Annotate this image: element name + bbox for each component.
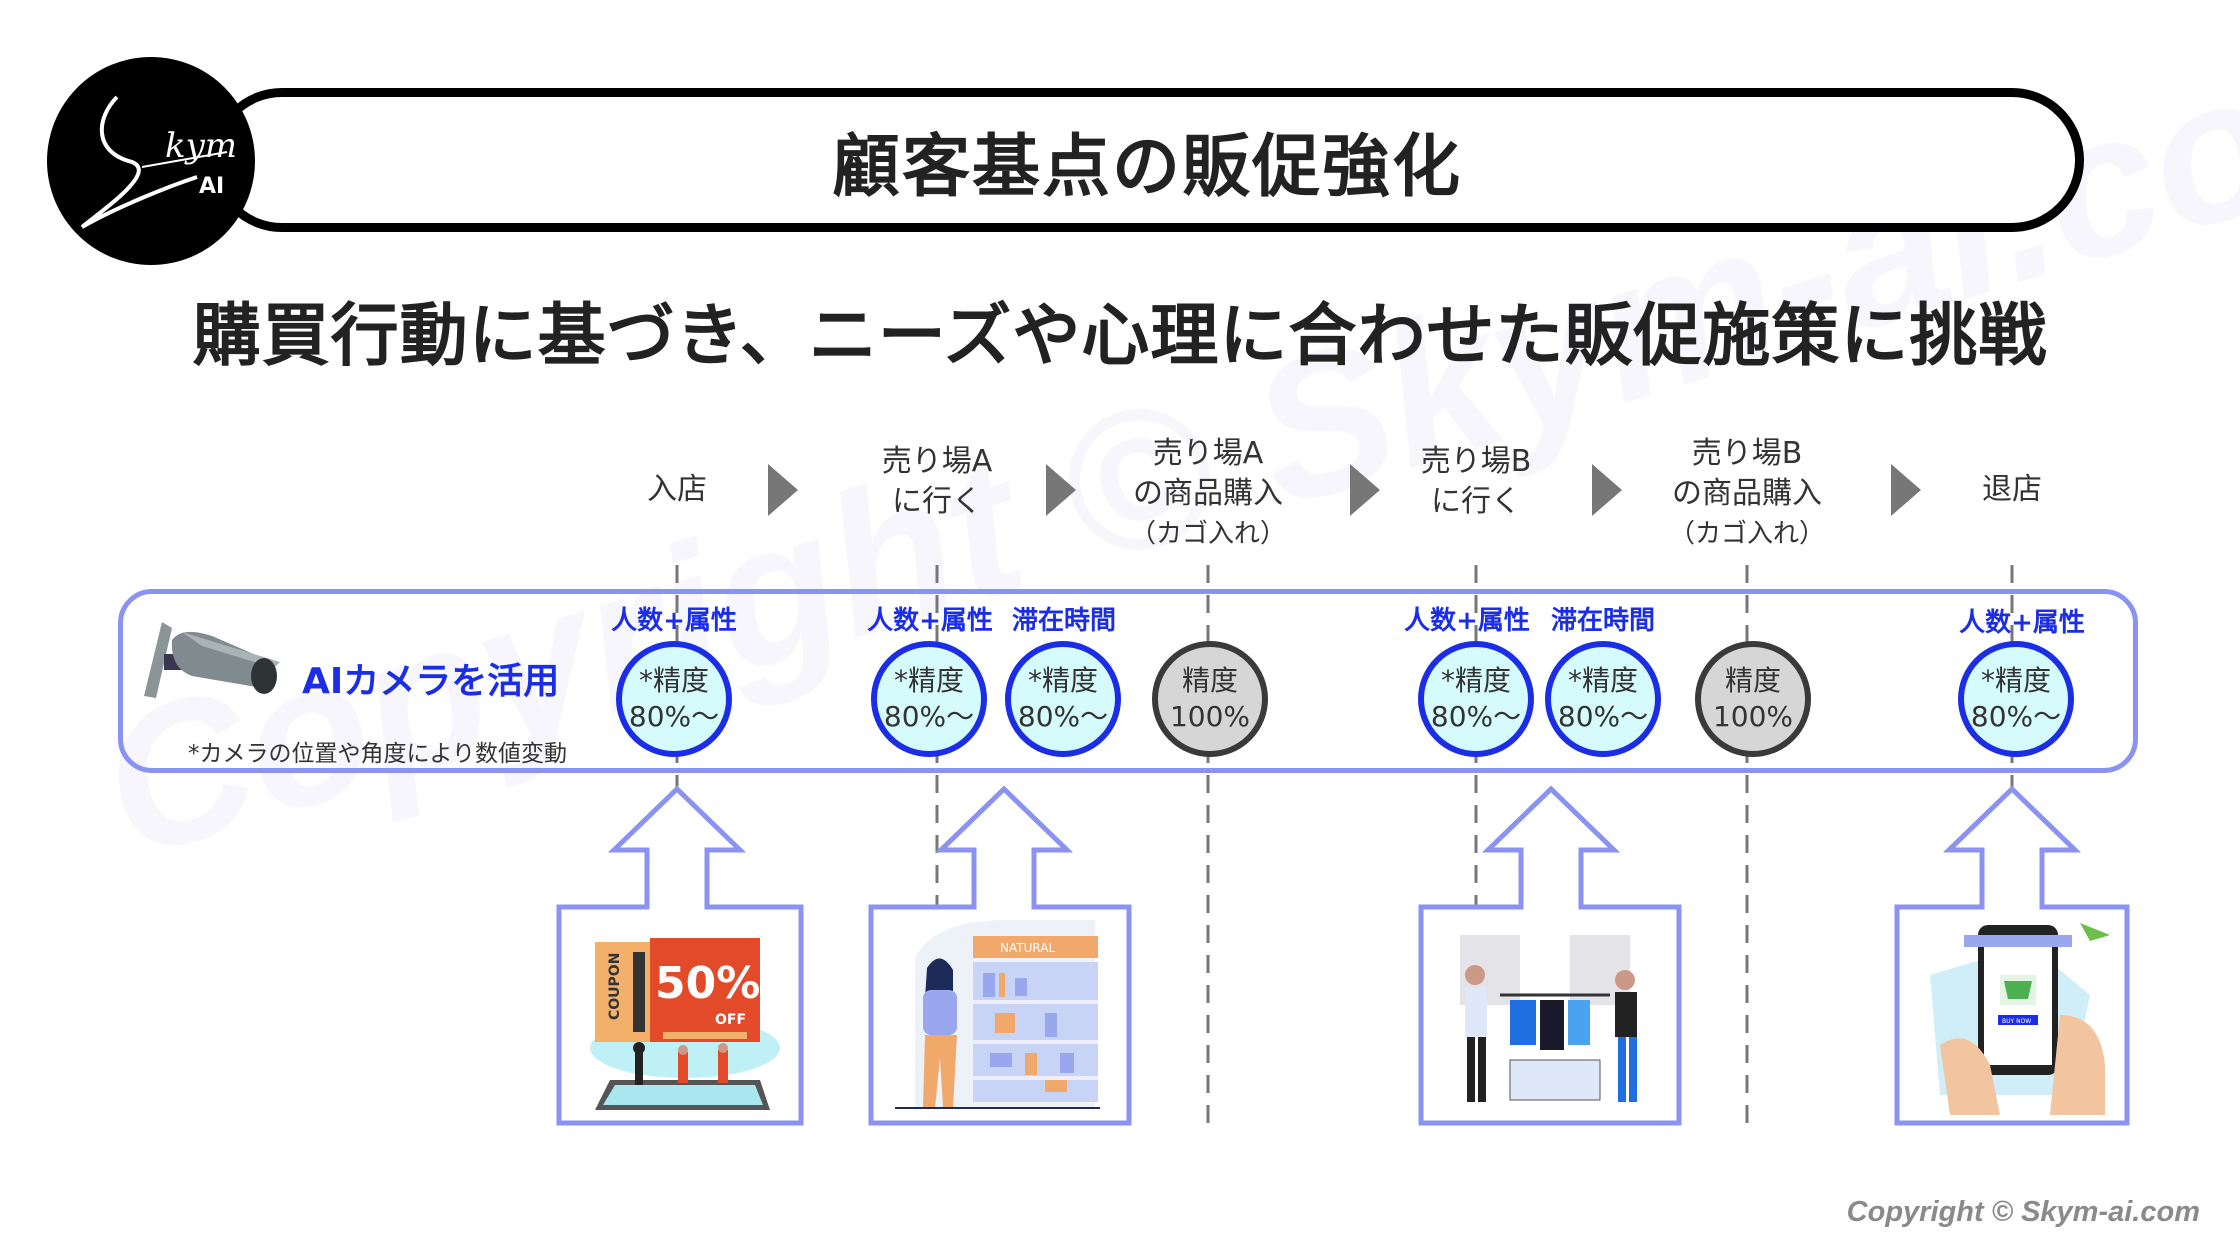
step-buy-area-b: 売り場B の商品購入 （カゴ入れ） — [1627, 434, 1867, 554]
step-label: 売り場B — [1691, 436, 1803, 471]
shelf-sign: NATURAL — [1000, 941, 1055, 955]
accuracy-label: *精度 — [1567, 664, 1638, 697]
svg-text:kym: kym — [165, 126, 237, 166]
step-label: に行く — [1431, 484, 1521, 519]
mobile-shopping-illustration: BUY NOW — [1930, 923, 2110, 1115]
step-label: の商品購入 — [1133, 476, 1283, 511]
accuracy-value: 100% — [1712, 700, 1794, 733]
page-title: 顧客基点の販促強化 — [831, 127, 1462, 207]
coupon-label: COUPON — [607, 953, 623, 1020]
boutique-illustration — [1460, 935, 1637, 1102]
step-label: 売り場A — [1152, 436, 1264, 471]
camera-note: *カメラの位置や角度により数値変動 — [188, 741, 568, 767]
skym-ai-logo: kym AI — [47, 57, 255, 265]
accuracy-value: 100% — [1169, 700, 1251, 733]
ai-camera-label: AIカメラを活用 — [302, 661, 560, 702]
title-banner: 顧客基点の販促強化 — [210, 88, 2084, 232]
step-go-area-b: 売り場B に行く — [1356, 442, 1596, 522]
copyright-notice: Copyright © Skym-ai.com — [1846, 1196, 2200, 1228]
coupon-illustration: COUPON 50% OFF — [590, 938, 780, 1110]
coupon-discount: 50% — [655, 958, 760, 1009]
metric-people-attributes: 人数+属性 — [867, 606, 993, 636]
metric-dwell-time: 滞在時間 — [1011, 606, 1117, 636]
step-label: 売り場B — [1420, 444, 1532, 479]
accuracy-value: 80%～ — [628, 700, 720, 733]
step-exit: 退店 — [1892, 470, 2132, 510]
shelf-illustration: NATURAL — [895, 919, 1100, 1109]
metric-people-attributes: 人数+属性 — [611, 606, 737, 636]
step-buy-area-a: 売り場A の商品購入 （カゴ入れ） — [1088, 434, 1328, 554]
accuracy-value: 80%～ — [1970, 700, 2062, 733]
ai-camera-panel — [118, 589, 2138, 773]
accuracy-label: *精度 — [1980, 664, 2051, 697]
accuracy-label: *精度 — [638, 664, 709, 697]
accuracy-label: *精度 — [893, 664, 964, 697]
accuracy-label: *精度 — [1440, 664, 1511, 697]
accuracy-label: 精度 — [1181, 664, 1238, 697]
metric-people-attributes: 人数+属性 — [1959, 608, 2085, 638]
step-label: 売り場A — [881, 444, 993, 479]
step-label: の商品購入 — [1672, 476, 1822, 511]
step-arrow-icon — [1592, 464, 1622, 516]
step-arrow-icon — [1350, 464, 1380, 516]
step-label: （カゴ入れ） — [1129, 519, 1286, 549]
metric-people-attributes: 人数+属性 — [1404, 606, 1530, 636]
step-enter: 入店 — [557, 470, 797, 510]
svg-text:AI: AI — [199, 174, 224, 199]
step-arrow-icon — [1046, 464, 1076, 516]
step-label: （カゴ入れ） — [1668, 519, 1825, 549]
accuracy-value: 80%～ — [1430, 700, 1522, 733]
step-label: に行く — [892, 484, 982, 519]
accuracy-label: 精度 — [1724, 664, 1781, 697]
step-go-area-a: 売り場A に行く — [817, 442, 1057, 522]
accuracy-value: 80%～ — [1017, 700, 1109, 733]
security-camera-icon — [144, 622, 280, 698]
step-label: 入店 — [647, 472, 707, 507]
step-arrow-icon — [1891, 464, 1921, 516]
accuracy-value: 80%～ — [883, 700, 975, 733]
accuracy-value: 80%～ — [1557, 700, 1649, 733]
subtitle: 購買行動に基づき、ニーズや心理に合わせた販促施策に挑戦 — [192, 297, 2048, 376]
step-arrow-icon — [768, 464, 798, 516]
step-label: 退店 — [1982, 472, 2042, 507]
logo-signature-icon: kym AI — [80, 95, 237, 229]
accuracy-label: *精度 — [1027, 664, 1098, 697]
buy-now-button-text: BUY NOW — [2002, 1018, 2031, 1025]
metric-dwell-time: 滞在時間 — [1550, 606, 1656, 636]
coupon-off: OFF — [715, 1012, 746, 1028]
